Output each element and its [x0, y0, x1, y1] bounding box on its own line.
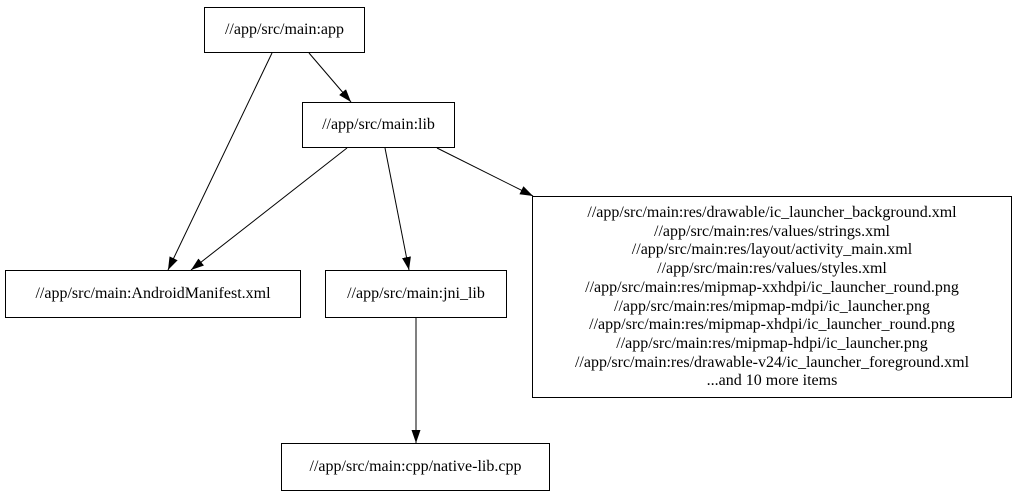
resource-item: //app/src/main:res/values/styles.xml	[657, 260, 887, 278]
resource-item: //app/src/main:res/mipmap-xxhdpi/ic_laun…	[585, 278, 959, 296]
node-android-manifest: //app/src/main:AndroidManifest.xml	[5, 270, 301, 318]
edge-lib-to-jni-lib	[384, 147, 411, 271]
resource-item: //app/src/main:res/mipmap-mdpi/ic_launch…	[614, 297, 930, 315]
node-android-manifest-label: //app/src/main:AndroidManifest.xml	[35, 285, 271, 302]
node-native-lib-cpp: //app/src/main:cpp/native-lib.cpp	[281, 443, 550, 491]
node-jni-lib-label: //app/src/main:jni_lib	[347, 285, 485, 302]
resource-more-items: ...and 10 more items	[706, 372, 838, 390]
edge-lib-to-resources	[436, 147, 534, 197]
resource-item: //app/src/main:res/layout/activity_main.…	[631, 241, 913, 259]
node-native-lib-cpp-label: //app/src/main:cpp/native-lib.cpp	[309, 458, 522, 475]
resource-item: //app/src/main:res/values/strings.xml	[654, 222, 890, 240]
node-app-label: //app/src/main:app	[224, 21, 345, 38]
edge-lib-to-manifest	[190, 147, 348, 271]
resource-item: //app/src/main:res/drawable/ic_launcher_…	[587, 204, 957, 221]
node-lib: //app/src/main:lib	[302, 102, 455, 148]
edge-app-to-manifest	[167, 52, 273, 271]
resource-item: //app/src/main:res/drawable-v24/ic_launc…	[574, 353, 970, 371]
node-app: //app/src/main:app	[204, 7, 365, 53]
node-jni-lib: //app/src/main:jni_lib	[325, 270, 507, 318]
node-resources-group: //app/src/main:res/drawable/ic_launcher_…	[532, 196, 1012, 398]
resource-item: //app/src/main:res/mipmap-hdpi/ic_launch…	[616, 334, 928, 352]
node-lib-label: //app/src/main:lib	[322, 116, 435, 133]
edge-app-to-lib	[308, 52, 352, 103]
resource-item: //app/src/main:res/mipmap-xhdpi/ic_launc…	[589, 316, 955, 334]
